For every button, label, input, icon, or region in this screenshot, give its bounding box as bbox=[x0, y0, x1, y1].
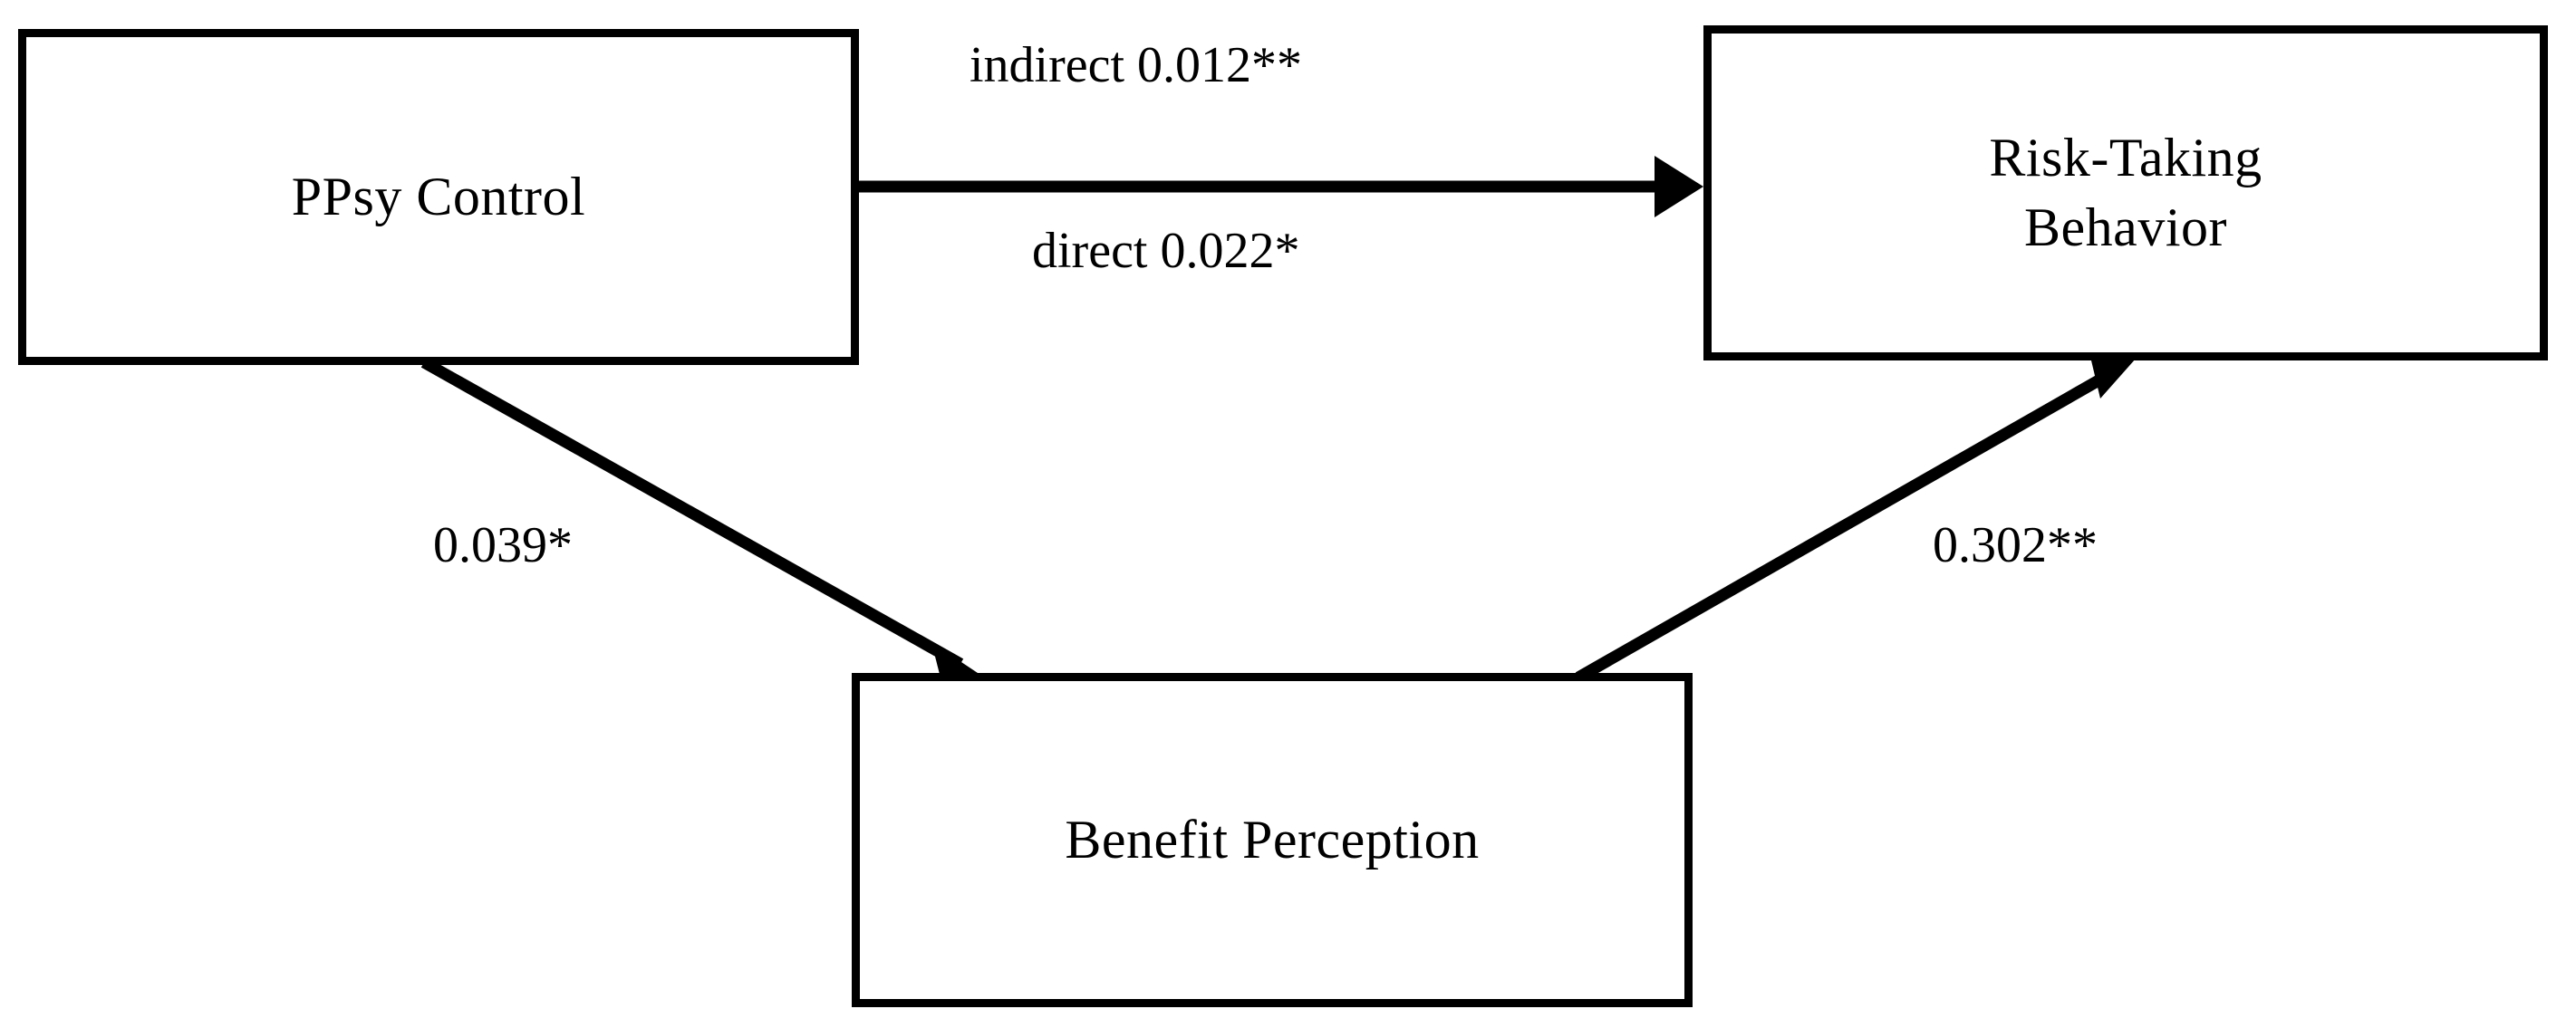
edge-label-benefit-to-risk: 0.302** bbox=[1933, 517, 2098, 573]
arrow-benefit-to-risk-line bbox=[1575, 367, 2117, 683]
node-benefit-perception-label: Benefit Perception bbox=[1065, 810, 1480, 870]
node-risk-taking-behavior: Risk-Taking Behavior bbox=[1703, 25, 2548, 360]
arrow-ppsy-to-risk bbox=[859, 156, 1703, 217]
edge-label-indirect-effect: indirect 0.012** bbox=[970, 37, 1303, 93]
node-ppsy-control: PPsy Control bbox=[18, 29, 859, 365]
arrow-ppsy-to-risk-head bbox=[1655, 156, 1703, 217]
arrow-ppsy-to-benefit-line bbox=[420, 357, 964, 669]
node-benefit-perception: Benefit Perception bbox=[852, 673, 1693, 1007]
edge-label-direct-effect: direct 0.022* bbox=[1032, 223, 1300, 279]
edge-label-ppsy-to-benefit: 0.039* bbox=[433, 517, 573, 573]
node-ppsy-control-label: PPsy Control bbox=[291, 167, 586, 227]
node-risk-taking-behavior-label-line2: Behavior bbox=[2024, 197, 2227, 257]
arrow-benefit-to-risk bbox=[1575, 341, 2136, 683]
node-risk-taking-behavior-label-line1: Risk-Taking bbox=[1989, 128, 2262, 188]
